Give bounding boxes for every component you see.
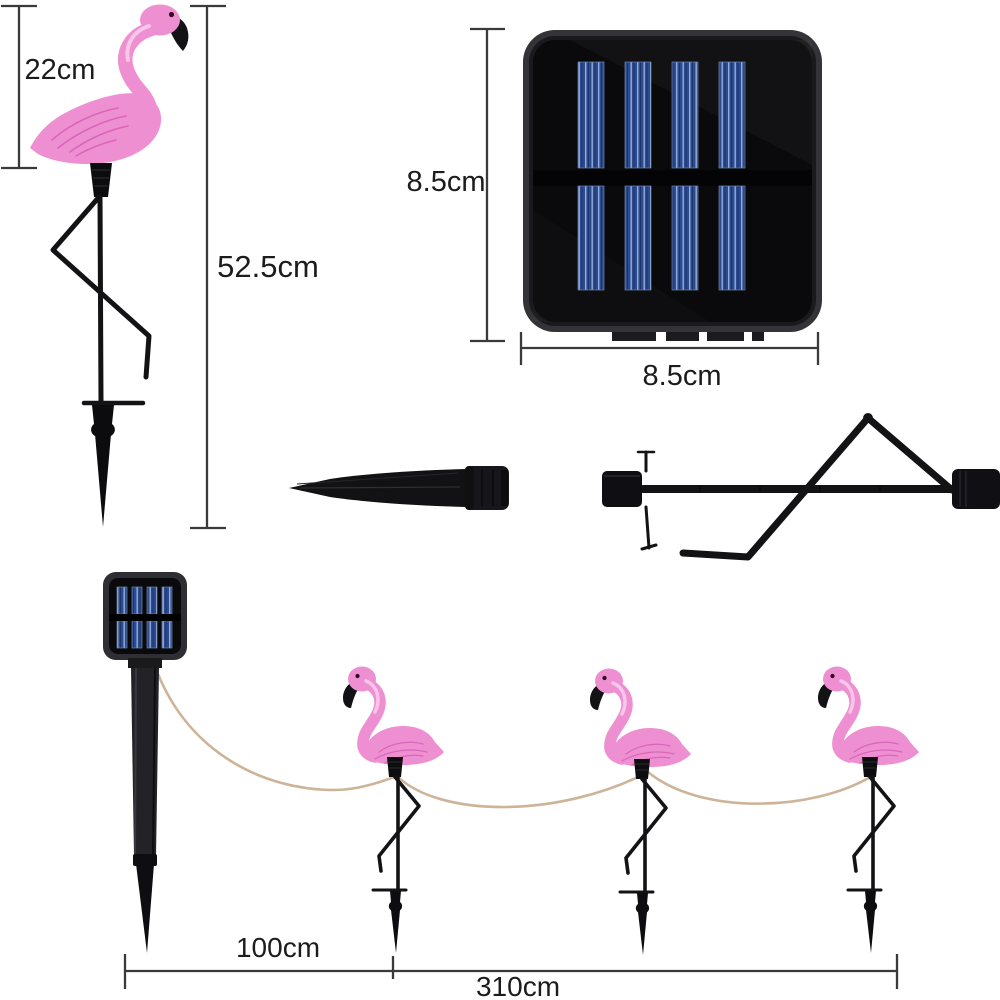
dim-line-panel-width [519, 332, 820, 365]
label-solar-panel-height: 8.5cm [406, 166, 486, 198]
flamingo-leg-stake-assembly [602, 413, 1000, 561]
dim-line-flamingo-body-height [1, 4, 37, 170]
flamingo-light-2 [590, 669, 691, 956]
flamingo-light-1 [343, 667, 444, 954]
label-panel-to-first-flamingo: 100cm [235, 932, 321, 963]
dim-line-total-height [190, 4, 226, 530]
ground-spike [289, 466, 509, 510]
solar-panel-stake [103, 572, 187, 953]
flamingo-light-large [30, 4, 189, 527]
label-total-string-length: 310cm [475, 971, 561, 1000]
flamingo-light-3 [818, 667, 919, 954]
solar-panel-large [523, 30, 822, 341]
label-solar-panel-width: 8.5cm [642, 360, 722, 392]
label-total-height: 52.5cm [217, 249, 319, 284]
dim-line-string-length [123, 954, 899, 989]
label-flamingo-body-height: 22cm [24, 54, 96, 86]
dim-line-panel-height [470, 27, 505, 343]
connecting-wire [156, 673, 873, 809]
